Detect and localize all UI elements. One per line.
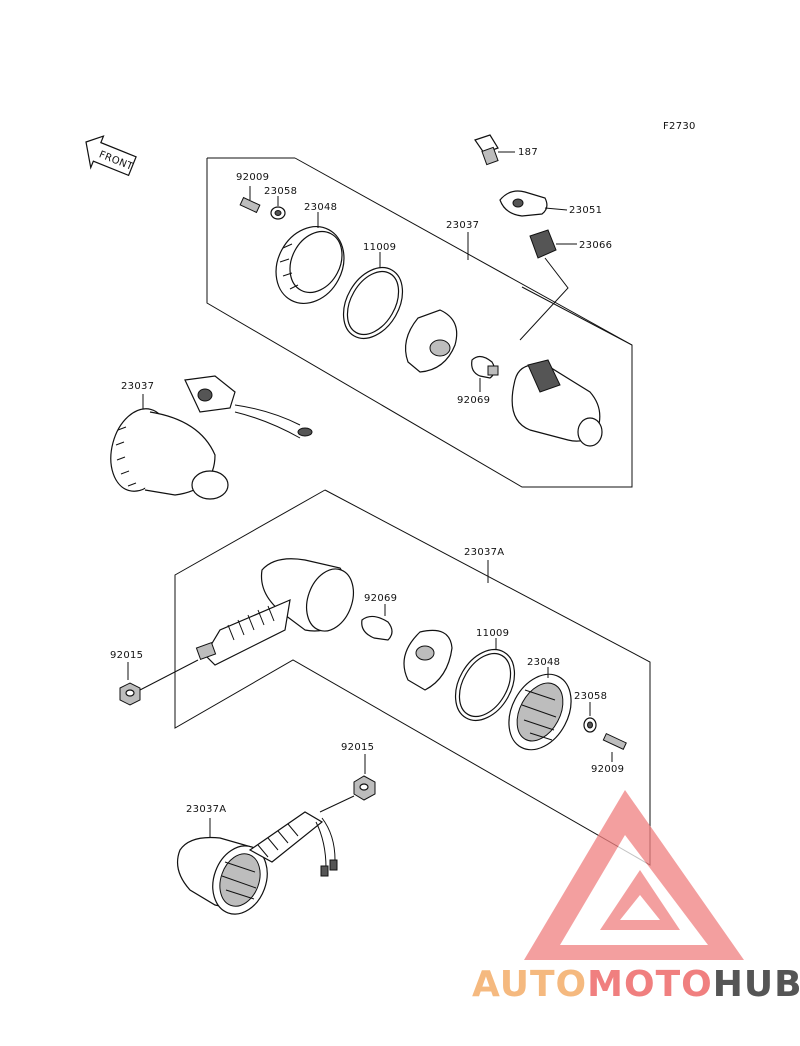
label-92009-top: 92009 — [236, 172, 269, 183]
label-23048-top: 23048 — [304, 202, 337, 213]
label-23037A-low: 23037A — [186, 804, 226, 815]
label-23058-top: 23058 — [264, 186, 297, 197]
label-92015-mid: 92015 — [110, 650, 143, 661]
lamp-housing-rear — [511, 359, 603, 447]
label-92069-top: 92069 — [457, 395, 490, 406]
lamp-assembly-23037A-low — [177, 811, 338, 915]
label-23058-mid: 23058 — [574, 691, 607, 702]
washer-23058-mid — [583, 702, 597, 733]
label-92015-low: 92015 — [341, 742, 374, 753]
bolt-187 — [474, 134, 515, 166]
watermark-logo-icon — [524, 790, 744, 960]
watermark-text: AUTOMOTOHUB — [472, 964, 800, 1005]
reflector-mid — [403, 629, 453, 691]
bracket-23051 — [499, 190, 568, 217]
lamp-assembly-left — [110, 375, 313, 500]
label-23048-mid: 23048 — [527, 657, 560, 668]
lower-assembly-outline — [174, 489, 651, 866]
bulb-92069-mid — [361, 604, 393, 641]
watermark-hub: HUB — [713, 964, 800, 1005]
watermark-moto: MOTO — [587, 964, 713, 1005]
front-arrow-icon: FRONT — [85, 135, 137, 177]
label-92009-mid: 92009 — [591, 764, 624, 775]
label-92069-mid: 92069 — [364, 593, 397, 604]
screw-92009-top — [239, 186, 261, 214]
upper-assembly-outline — [206, 157, 633, 488]
label-11009-top: 11009 — [363, 242, 396, 253]
label-23051: 23051 — [569, 205, 602, 216]
lens-23048-mid — [508, 667, 572, 751]
reflector-top — [405, 309, 458, 373]
lens-23048-top — [275, 212, 345, 304]
gasket-11009-top — [342, 252, 404, 339]
nut-23058-top — [270, 196, 286, 220]
label-23037A: 23037A — [464, 547, 504, 558]
label-11009-mid: 11009 — [476, 628, 509, 639]
label-23066: 23066 — [579, 240, 612, 251]
label-187: 187 — [518, 147, 538, 158]
grommet-23066 — [519, 229, 577, 341]
screw-92009-mid — [602, 732, 627, 762]
bulb-92069-top — [471, 355, 499, 392]
label-23037-rear: 23037 — [446, 220, 479, 231]
nut-92015-low — [319, 754, 376, 813]
lamp-housing-23037A — [195, 558, 354, 666]
figure-code: F2730 — [663, 121, 696, 132]
watermark-auto: AUTO — [472, 964, 587, 1005]
label-23037-left: 23037 — [121, 381, 154, 392]
nut-92015-mid — [119, 659, 199, 706]
gasket-11009-mid — [454, 638, 516, 721]
